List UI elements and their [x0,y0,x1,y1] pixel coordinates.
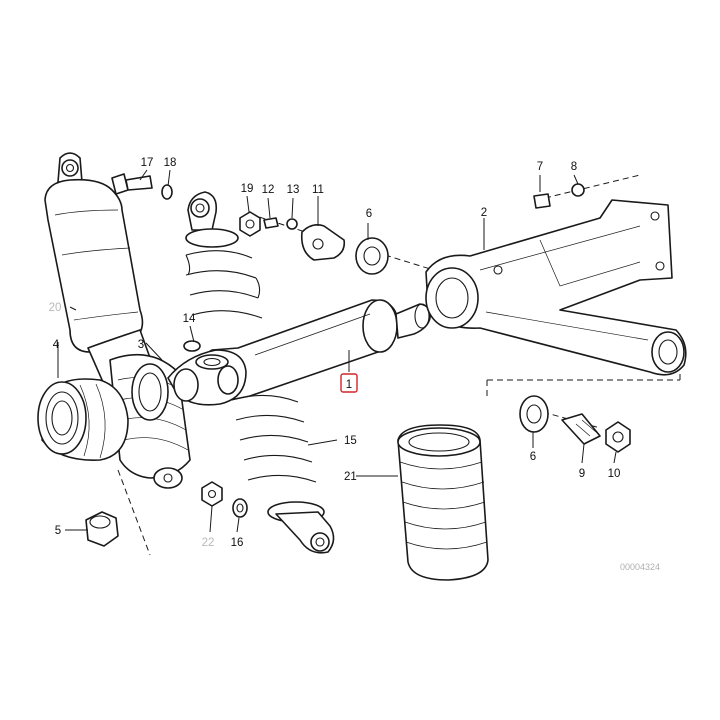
highlight-box [340,373,358,393]
callout-19[interactable]: 19 [241,183,254,195]
callout-14[interactable]: 14 [183,313,196,325]
callout-21[interactable]: 21 [344,471,357,483]
callout-9[interactable]: 9 [579,468,585,480]
callout-15[interactable]: 15 [344,435,357,447]
leader-lines [57,169,617,533]
callout-4[interactable]: 4 [53,339,60,351]
callout-5[interactable]: 5 [55,525,61,537]
callout-11[interactable]: 11 [312,184,324,196]
rubber-bellows-part[interactable] [397,424,489,581]
callout-13[interactable]: 13 [287,184,300,196]
washer-part-18 [161,184,173,200]
central-tube-part[interactable] [167,299,432,406]
nut-part-5[interactable] [85,511,119,547]
callout-12[interactable]: 12 [262,184,275,196]
callout-labels: 1 2 3 4 5 6 6 7 8 9 10 11 12 13 14 15 16… [49,157,621,549]
nut-part-19 [239,211,261,237]
callout-17[interactable]: 17 [141,157,154,169]
callout-18[interactable]: 18 [164,157,177,169]
callout-6-top[interactable]: 6 [366,208,372,220]
bearing-part-6a [355,237,389,275]
hardware-parts [111,173,631,518]
callout-6-bottom[interactable]: 6 [530,451,536,463]
swing-arm-part[interactable] [425,199,687,376]
bolt-part-9 [561,413,601,445]
callout-20[interactable]: 20 [49,302,62,314]
bolt-part-17 [111,173,129,195]
shock-absorber-part[interactable] [44,152,159,399]
callout-3[interactable]: 3 [138,339,144,351]
bearing-part-6b [519,395,549,433]
callout-1[interactable]: 1 [346,379,352,391]
coil-spring-part[interactable] [185,191,335,554]
callout-22[interactable]: 22 [202,537,215,549]
callout-8[interactable]: 8 [571,161,577,173]
callout-2[interactable]: 2 [481,207,487,219]
rubber-bushing-part[interactable] [37,378,129,461]
bellows-boot-part[interactable] [109,353,191,489]
callout-16[interactable]: 16 [231,537,244,549]
callout-7[interactable]: 7 [537,161,543,173]
callout-10[interactable]: 10 [608,468,621,480]
nut-part-10 [605,421,631,453]
image-code: 00004324 [620,562,660,572]
